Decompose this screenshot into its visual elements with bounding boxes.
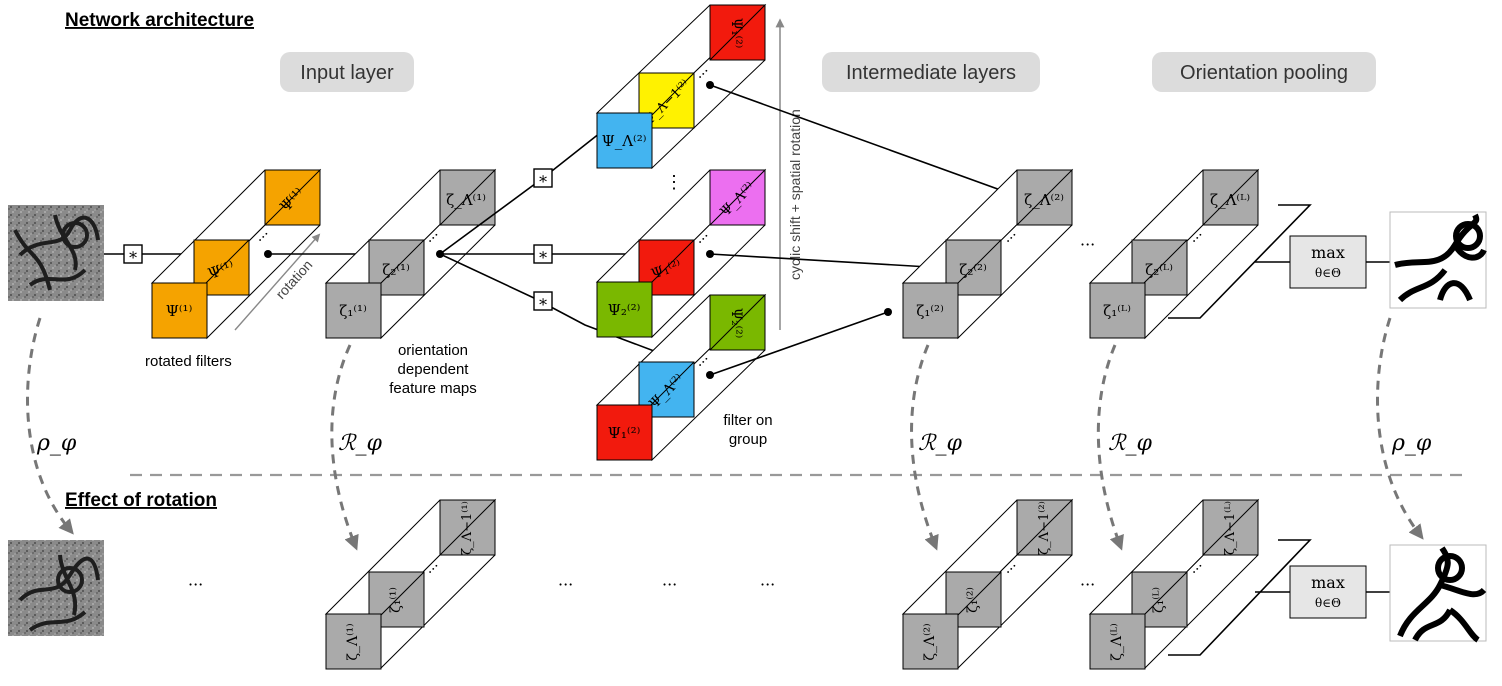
output-image-bottom	[1389, 544, 1487, 643]
ellipsis-bottom-3: ···	[662, 575, 677, 594]
svg-text:ζ_Λ⁽ᴸ⁾: ζ_Λ⁽ᴸ⁾	[1109, 623, 1125, 660]
section-title-effect-of-rotation: Effect of rotation	[65, 490, 217, 511]
svg-text:orientation: orientation	[398, 342, 468, 359]
svg-text:ζ₁⁽¹⁾: ζ₁⁽¹⁾	[339, 302, 367, 320]
svg-text:ζ₁⁽²⁾: ζ₁⁽²⁾	[965, 587, 981, 613]
svg-text:ζ_Λ⁽ᴸ⁾: ζ_Λ⁽ᴸ⁾	[1210, 191, 1250, 209]
svg-text:ζ_Λ⁽²⁾: ζ_Λ⁽²⁾	[1024, 191, 1064, 209]
max-pooling-box-bottom: max θ∈Θ	[1255, 565, 1390, 619]
svg-text:ζ₂⁽ᴸ⁾: ζ₂⁽ᴸ⁾	[1145, 261, 1173, 279]
svg-text:Ψ₁⁽²⁾: Ψ₁⁽²⁾	[728, 18, 744, 48]
svg-text:ζ₂⁽¹⁾: ζ₂⁽¹⁾	[382, 261, 410, 279]
rotated-feature-maps-layer-L: ζ_Λ−1⁽ᴸ⁾ ζ₁⁽ᴸ⁾ ζ_Λ⁽ᴸ⁾ ···	[1088, 498, 1312, 670]
svg-text:ζ_Λ⁽²⁾: ζ_Λ⁽²⁾	[922, 623, 938, 660]
intermediate-layers-pill: Intermediate layers	[822, 52, 1040, 92]
svg-text:ζ₁⁽²⁾: ζ₁⁽²⁾	[916, 302, 944, 320]
svg-text:∗: ∗	[538, 245, 549, 264]
caption-rotated-filters: rotated filters	[145, 353, 232, 370]
svg-text:max: max	[1311, 573, 1345, 592]
svg-text:∗: ∗	[538, 169, 549, 188]
R-label-1: ℛ_φ	[338, 431, 383, 456]
svg-text:Intermediate layers: Intermediate layers	[846, 62, 1016, 84]
svg-text:filter on: filter on	[723, 412, 772, 429]
svg-text:θ∈Θ: θ∈Θ	[1315, 596, 1341, 610]
R-label-3: ℛ_φ	[1108, 431, 1153, 456]
group-filter-stack-middle: Ψ_Λ⁽²⁾ Ψ₁⁽²⁾ Ψ₂⁽²⁾ ···	[595, 168, 767, 339]
max-pooling-box-top: max θ∈Θ	[1255, 235, 1390, 289]
svg-text:Ψ₁⁽²⁾: Ψ₁⁽²⁾	[608, 424, 641, 442]
orientation-pooling-pill: Orientation pooling	[1152, 52, 1376, 92]
ellipsis-bottom-4: ···	[760, 575, 775, 594]
svg-text:Ψ_Λ⁽²⁾: Ψ_Λ⁽²⁾	[602, 132, 647, 150]
rotated-feature-maps-layer-1: ζ_Λ−1⁽¹⁾ ζ₁⁽¹⁾ ζ_Λ⁽¹⁾ ···	[324, 498, 497, 670]
svg-text:ζ₁⁽ᴸ⁾: ζ₁⁽ᴸ⁾	[1103, 302, 1131, 320]
svg-text:ζ_Λ−1⁽¹⁾: ζ_Λ−1⁽¹⁾	[460, 501, 475, 555]
svg-text:∗: ∗	[538, 292, 549, 311]
section-title-network-architecture: Network architecture	[65, 10, 254, 31]
group-conv-connections: ∗ ∗ ∗	[439, 132, 666, 358]
feature-maps-layer-1: ζ_Λ⁽¹⁾ ζ₂⁽¹⁾ ζ₁⁽¹⁾ ···	[324, 168, 497, 340]
svg-text:ζ_Λ⁽¹⁾: ζ_Λ⁽¹⁾	[345, 623, 361, 660]
input-layer-pill: Input layer	[280, 52, 414, 92]
rho-label-left: ρ_φ	[36, 431, 77, 456]
ellipsis-bottom-2: ···	[558, 575, 573, 594]
caption-feature-maps: orientation dependent feature maps	[389, 342, 477, 397]
cyclic-shift-arrow: cyclic shift + spatial rotation	[775, 18, 803, 330]
group-filter-stack-top: Ψ₁⁽²⁾ Ψ_Λ−1⁽²⁾ Ψ_Λ⁽²⁾ ···	[595, 3, 767, 170]
ellipsis-bottom-5: ···	[1080, 575, 1095, 594]
svg-text:cyclic shift + spatial rotatio: cyclic shift + spatial rotation	[787, 109, 803, 280]
svg-text:∗: ∗	[128, 245, 139, 264]
svg-text:ζ₂⁽²⁾: ζ₂⁽²⁾	[959, 261, 987, 279]
caption-filter-on-group: filter on group	[723, 412, 772, 448]
svg-text:feature maps: feature maps	[389, 380, 477, 397]
svg-text:dependent: dependent	[398, 361, 470, 378]
svg-text:ζ₁⁽ᴸ⁾: ζ₁⁽ᴸ⁾	[1151, 587, 1167, 613]
rho-label-right: ρ_φ	[1391, 431, 1432, 456]
ellipsis-between-layers-top: ···	[1080, 235, 1095, 254]
svg-text:Ψ₂⁽²⁾: Ψ₂⁽²⁾	[608, 301, 641, 319]
svg-text:Ψ₂⁽²⁾: Ψ₂⁽²⁾	[728, 308, 744, 338]
output-image-top	[1389, 211, 1487, 309]
svg-text:θ∈Θ: θ∈Θ	[1315, 266, 1341, 280]
input-image	[8, 205, 104, 301]
convolution-box-1: ∗	[104, 244, 195, 264]
transform-arrows	[26, 317, 1424, 551]
svg-text:ζ_Λ⁽¹⁾: ζ_Λ⁽¹⁾	[446, 191, 486, 209]
svg-text:ζ₁⁽¹⁾: ζ₁⁽¹⁾	[388, 587, 404, 613]
svg-text:ζ_Λ−1⁽ᴸ⁾: ζ_Λ−1⁽ᴸ⁾	[1223, 501, 1238, 555]
group-filter-stack-bottom: Ψ₂⁽²⁾ Ψ_Λ⁽²⁾ Ψ₁⁽²⁾ ···	[595, 293, 767, 462]
feature-maps-layer-2: ζ_Λ⁽²⁾ ζ₂⁽²⁾ ζ₁⁽²⁾ ···	[901, 168, 1074, 340]
ellipsis-bottom-1: ···	[188, 575, 203, 594]
svg-text:Ψ⁽¹⁾: Ψ⁽¹⁾	[166, 302, 193, 320]
input-image-rotated	[8, 540, 104, 636]
svg-text:Orientation pooling: Orientation pooling	[1180, 62, 1348, 84]
svg-text:max: max	[1311, 243, 1345, 262]
rotated-feature-maps-layer-2: ζ_Λ−1⁽²⁾ ζ₁⁽²⁾ ζ_Λ⁽²⁾ ···	[901, 498, 1074, 670]
svg-text:group: group	[729, 431, 767, 448]
svg-text:Input layer: Input layer	[300, 62, 394, 84]
vertical-ellipsis-group: ⋮	[665, 172, 683, 193]
feature-maps-layer-L: ζ_Λ⁽ᴸ⁾ ζ₂⁽ᴸ⁾ ζ₁⁽ᴸ⁾ ···	[1088, 168, 1312, 340]
svg-text:ζ_Λ−1⁽²⁾: ζ_Λ−1⁽²⁾	[1037, 501, 1052, 555]
R-label-2: ℛ_φ	[918, 431, 963, 456]
